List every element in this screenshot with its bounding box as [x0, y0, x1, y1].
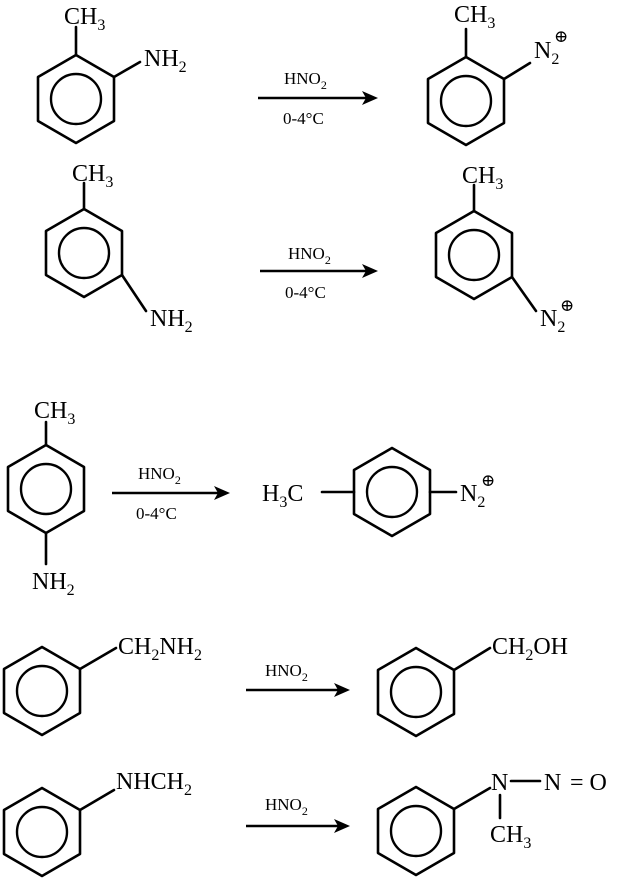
- arrow-head: [362, 91, 378, 105]
- product-meta-diazonium: CH3 N2 ⊕: [434, 163, 574, 336]
- benzene-ring: [426, 55, 506, 147]
- product-n-nitrosamine: N N = O CH3: [376, 770, 607, 877]
- positive-charge-icon: ⊕: [481, 471, 495, 490]
- product-para-diazonium: H3C N2 ⊕: [262, 446, 495, 538]
- reaction-2: CH3 NH2 HNO2 0-4°C CH3 N2 ⊕: [44, 161, 574, 336]
- methyl-label: CH3: [34, 398, 75, 428]
- methylamino-label: NHCH2: [116, 769, 192, 799]
- diazonium-label: N2: [540, 306, 565, 336]
- temperature-label: 0-4°C: [285, 283, 326, 302]
- nitroso-nitrogen-label: N: [544, 770, 561, 796]
- aromatic-circle: [15, 805, 69, 859]
- arrow-head: [334, 683, 350, 697]
- reaction-arrow-1: HNO2 0-4°C: [258, 69, 378, 128]
- reagent-label: HNO2: [288, 244, 331, 267]
- methyl-label: CH3: [64, 4, 105, 34]
- amine-bond: [112, 60, 142, 79]
- methyl-label: CH3: [72, 161, 113, 191]
- hydroxymethyl-label: CH2OH: [492, 634, 568, 664]
- reactant-ortho-toluidine: CH3 NH2: [36, 4, 187, 145]
- methyl-label: H3C: [262, 481, 303, 511]
- benzene-ring: [376, 785, 456, 877]
- aromatic-circle: [15, 664, 69, 718]
- positive-charge-icon: ⊕: [554, 27, 568, 46]
- nitroso-oxygen-label: = O: [570, 770, 607, 796]
- reaction-arrow-2: HNO2 0-4°C: [260, 244, 378, 302]
- aromatic-circle: [19, 462, 73, 516]
- benzene-ring: [352, 446, 432, 538]
- benzene-ring: [376, 646, 456, 738]
- methyl-label: CH3: [454, 2, 495, 32]
- ring-nitrogen-bond: [452, 786, 492, 811]
- reagent-label: HNO2: [138, 464, 181, 487]
- methylene-bond: [78, 646, 118, 671]
- methylene-bond: [452, 646, 492, 672]
- diazonium-label: N2: [460, 481, 485, 511]
- benzene-ring: [434, 209, 514, 301]
- reactant-n-methylaniline: NHCH2: [2, 769, 192, 878]
- arrow-head: [362, 264, 378, 278]
- n-methyl-label: CH3: [490, 822, 531, 852]
- benzene-ring: [2, 645, 82, 737]
- reaction-arrow-4: HNO2: [246, 661, 350, 697]
- product-ortho-diazonium: CH3 N2 ⊕: [426, 2, 568, 147]
- aromatic-circle: [389, 665, 443, 719]
- aromatic-circle: [439, 74, 493, 128]
- amine-nitrogen-label: N: [491, 770, 508, 796]
- aromatic-circle: [365, 465, 419, 519]
- reaction-3: CH3 NH2 HNO2 0-4°C H3C N2 ⊕: [6, 398, 495, 599]
- diazonium-label: N2: [534, 38, 559, 68]
- diazonium-bond: [502, 61, 532, 81]
- temperature-label: 0-4°C: [283, 109, 324, 128]
- reactant-para-toluidine: CH3 NH2: [6, 398, 86, 599]
- positive-charge-icon: ⊕: [560, 296, 574, 315]
- reaction-arrow-5: HNO2: [246, 795, 350, 833]
- benzene-ring: [36, 53, 116, 145]
- aromatic-circle: [49, 72, 103, 126]
- reagent-label: HNO2: [284, 69, 327, 92]
- amine-bond: [78, 788, 116, 812]
- benzene-ring: [6, 443, 86, 535]
- aminomethyl-label: CH2NH2: [118, 634, 202, 664]
- aromatic-circle: [447, 228, 501, 282]
- arrow-head: [334, 819, 350, 833]
- reactant-meta-toluidine: CH3 NH2: [44, 161, 193, 336]
- reagent-label: HNO2: [265, 661, 308, 684]
- benzene-ring: [2, 786, 82, 878]
- reaction-4: CH2NH2 HNO2 CH2OH: [2, 634, 568, 738]
- reaction-1: CH3 NH2 HNO2 0-4°C CH3 N2 ⊕: [36, 2, 568, 147]
- benzene-ring: [44, 207, 124, 299]
- amine-label: NH2: [144, 46, 187, 76]
- reaction-arrow-3: HNO2 0-4°C: [112, 464, 230, 523]
- aromatic-circle: [389, 804, 443, 858]
- diazonium-bond: [510, 275, 538, 313]
- reagent-label: HNO2: [265, 795, 308, 818]
- reactant-benzylamine: CH2NH2: [2, 634, 202, 737]
- arrow-head: [214, 486, 230, 500]
- amine-label: NH2: [32, 569, 75, 599]
- aromatic-circle: [57, 226, 111, 280]
- amine-bond: [120, 273, 148, 313]
- amine-label: NH2: [150, 306, 193, 336]
- reaction-5: NHCH2 HNO2 N N = O CH3: [2, 769, 607, 878]
- temperature-label: 0-4°C: [136, 504, 177, 523]
- product-benzyl-alcohol: CH2OH: [376, 634, 568, 738]
- methyl-label: CH3: [462, 163, 503, 193]
